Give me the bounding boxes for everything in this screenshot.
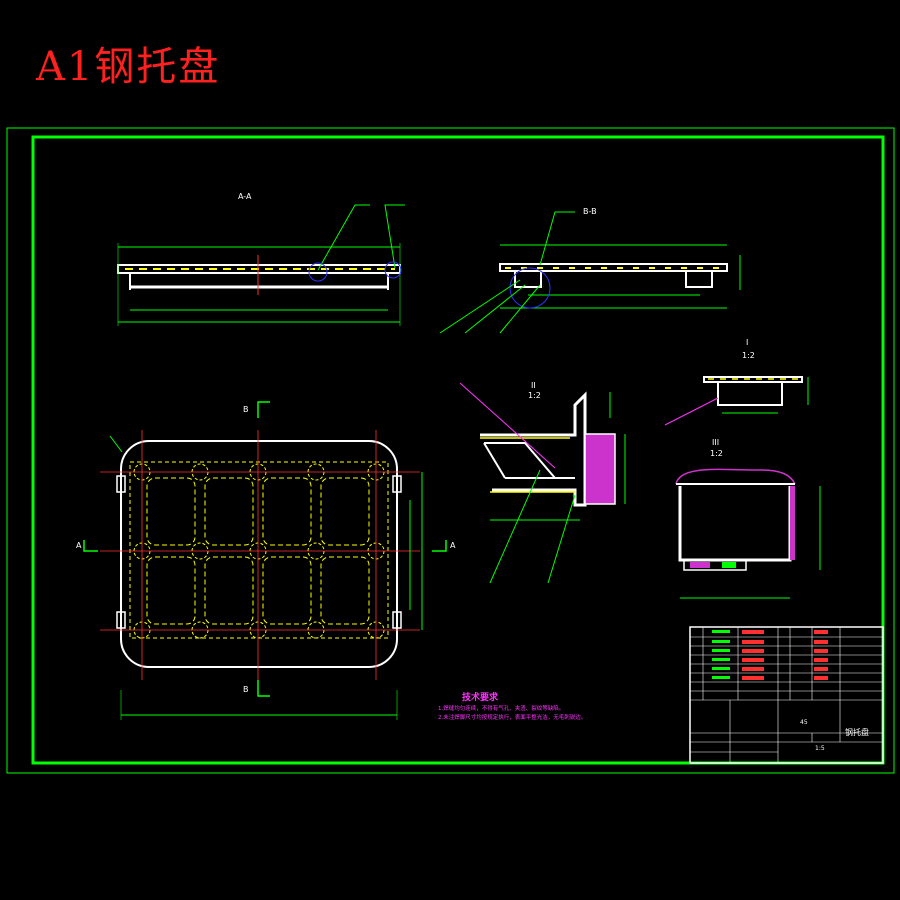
notes-heading: 技术要求 bbox=[462, 691, 499, 703]
detail-view-channel: I 1:2 bbox=[664, 338, 809, 426]
title-block-material: 45 bbox=[800, 719, 808, 726]
notes-line-2: 2.未注焊脚尺寸均按规定执行，表面平整光洁，无毛刺锐边。 bbox=[438, 713, 586, 721]
elevation-view-left: A-A bbox=[117, 192, 405, 326]
notes-line-1: 1.焊缝均匀连续，不得有气孔、夹渣、裂纹等缺陷。 bbox=[438, 704, 564, 712]
inner-frame bbox=[31, 135, 885, 765]
technical-notes: 技术要求 1.焊缝均匀连续，不得有气孔、夹渣、裂纹等缺陷。 2.未注焊脚尺寸均按… bbox=[438, 691, 586, 721]
section-label-b: B-B bbox=[583, 207, 597, 216]
detail-scale-2: 1:2 bbox=[528, 391, 541, 400]
detail-scale-3: 1:2 bbox=[710, 449, 723, 458]
title-block-scale: 1:5 bbox=[815, 745, 825, 752]
detail-view-box: III 1:2 bbox=[675, 438, 821, 599]
elevation-view-right: B-B bbox=[439, 207, 741, 334]
outer-frame bbox=[6, 127, 895, 774]
detail-label-2: II bbox=[531, 381, 536, 390]
section-label-a: A-A bbox=[238, 192, 252, 201]
drawing-title: A1钢托盘 bbox=[36, 44, 221, 90]
section-marker-right: A bbox=[450, 541, 456, 550]
section-marker-top: B bbox=[243, 405, 249, 414]
detail-scale-1: 1:2 bbox=[742, 351, 755, 360]
detail-view-corner: II 1:2 bbox=[459, 381, 626, 584]
title-block-drawing-name: 钢托盘 bbox=[845, 727, 869, 737]
section-marker-left: A bbox=[76, 541, 82, 550]
section-marker-bottom: B bbox=[243, 685, 249, 694]
title-block: 45 钢托盘 1:5 bbox=[689, 626, 884, 764]
detail-label-1: I bbox=[746, 338, 748, 347]
plan-view: B B A A bbox=[76, 401, 456, 720]
detail-label-3: III bbox=[712, 438, 719, 447]
